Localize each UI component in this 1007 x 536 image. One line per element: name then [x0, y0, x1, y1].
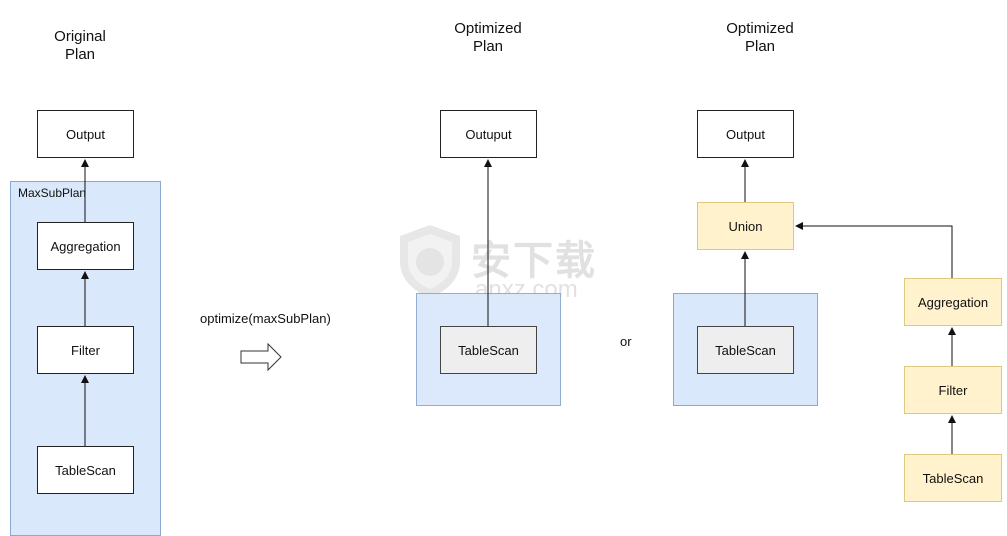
optimized-2-union-node: Union: [697, 202, 794, 250]
original-plan-title: Original Plan: [54, 28, 106, 63]
original-tablescan-node: TableScan: [37, 446, 134, 494]
optimized-1-tablescan-node: TableScan: [440, 326, 537, 374]
optimized-plan-2-title: Optimized Plan: [726, 20, 794, 55]
or-label: or: [620, 334, 632, 349]
optimized-plan-1-title: Optimized Plan: [454, 20, 522, 55]
optimized-1-output-node: Outuput: [440, 110, 537, 158]
optimized-2-filter-node: Filter: [904, 366, 1002, 414]
optimize-arrow-icon: [240, 342, 282, 372]
optimized-2-tablescan-node: TableScan: [697, 326, 794, 374]
shield-logo-icon: [400, 225, 460, 298]
watermark-cn-text: 安下载: [471, 238, 597, 284]
original-aggregation-node: Aggregation: [37, 222, 134, 270]
edge-optimized2-aggregation-union: [795, 222, 953, 278]
original-output-node: Output: [37, 110, 134, 158]
optimized-2-output-node: Output: [697, 110, 794, 158]
optimize-label: optimize(maxSubPlan): [200, 311, 331, 326]
original-filter-node: Filter: [37, 326, 134, 374]
optimized-2-aggregation-node: Aggregation: [904, 278, 1002, 326]
optimized-2-tablescan-right-node: TableScan: [904, 454, 1002, 502]
max-subplan-label: MaxSubPlan: [18, 186, 87, 200]
